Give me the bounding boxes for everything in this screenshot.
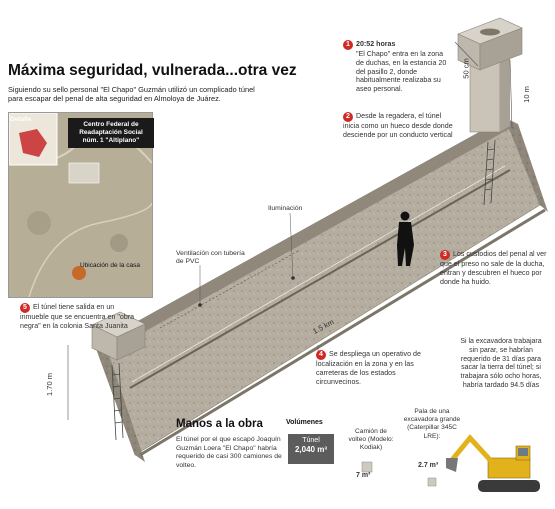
tunnel-top-surface bbox=[95, 118, 518, 352]
shaft-ladder bbox=[483, 139, 496, 206]
manos-title: Manos a la obra bbox=[176, 418, 263, 430]
tunnel-wall bbox=[94, 117, 541, 456]
step-number-3: 3 bbox=[440, 250, 450, 260]
leader-dot-2 bbox=[291, 276, 295, 280]
step-4-text: Se despliega un operativo de localizació… bbox=[316, 350, 421, 386]
page-subtitle: Siguiendo su sello personal "El Chapo" G… bbox=[8, 85, 255, 104]
excavator-bucket-volume: 2.7 m³ bbox=[418, 462, 439, 469]
prison-label: Centro Federal de Readaptación Social nú… bbox=[68, 118, 154, 148]
shaft-column-side bbox=[500, 56, 510, 132]
truck-label: Camión de volteo (Modelo: Kodiak) bbox=[348, 428, 394, 452]
step-number-4: 4 bbox=[316, 350, 326, 360]
truck-volume-cube bbox=[361, 461, 373, 473]
shaft-column bbox=[469, 61, 501, 133]
tunnel-height-label: 1.70 m bbox=[44, 373, 54, 396]
page-title: Máxima seguridad, vulnerada...otra vez bbox=[8, 62, 297, 79]
tunnel-volume-box: Túnel 2,040 m³ bbox=[288, 434, 334, 464]
shaft-depth-label: 10 m bbox=[521, 86, 531, 103]
step-number-5: 5 bbox=[20, 303, 30, 313]
excavator-illustration bbox=[446, 434, 540, 492]
illumination-line bbox=[131, 165, 506, 383]
step-3-text: Los custodios del penal al ver que el pr… bbox=[440, 250, 547, 286]
ventilation-pipe bbox=[129, 169, 511, 389]
exit-ladder bbox=[111, 362, 124, 441]
tunnel-volume-value: 2,040 m³ bbox=[294, 444, 328, 454]
shower-box-side bbox=[479, 27, 523, 71]
map-detail-label: Detalle bbox=[10, 116, 32, 123]
manos-text: El túnel por el que escapó Joaquín Guzmá… bbox=[176, 436, 282, 469]
step-2-text: Desde la regadera, el túnel inicia como … bbox=[343, 112, 453, 139]
step-1-text: "El Chapo" entra en la zona de duchas, e… bbox=[356, 50, 447, 94]
illumination-label: Iluminación bbox=[268, 205, 303, 212]
excavator-note: Si la excavadora trabajara sin parar, se… bbox=[460, 338, 542, 389]
ventilation-label: Ventilación con tubería de PVC bbox=[176, 250, 245, 266]
truck-volume: 7 m³ bbox=[356, 472, 371, 479]
tunnel-floor-line bbox=[139, 208, 546, 457]
leader-dot-1 bbox=[198, 303, 202, 307]
excavator-bucket-label: Pala de una excavadora grande (Caterpill… bbox=[403, 408, 461, 440]
volumes-heading: Volúmenes bbox=[286, 419, 323, 426]
pala-volume-cube bbox=[427, 477, 437, 487]
step-number-2: 2 bbox=[343, 112, 353, 122]
location-map bbox=[8, 112, 153, 298]
tunnel-end-face bbox=[505, 118, 548, 212]
shower-drain bbox=[480, 28, 500, 36]
dimension-lines bbox=[67, 41, 513, 420]
exit-box-side bbox=[116, 323, 146, 361]
step-1-heading: 20:52 horas bbox=[356, 40, 396, 48]
step-5-text: El túnel tiene salida en un inmueble que… bbox=[20, 303, 135, 330]
step-number-1: 1 bbox=[343, 40, 353, 50]
tunnel-volume-label: Túnel bbox=[302, 437, 320, 444]
tunnel-front-face bbox=[95, 345, 145, 462]
person-silhouette bbox=[397, 211, 414, 266]
shaft-width-label: 50 cm bbox=[461, 58, 471, 79]
house-location-label: Ubicación de la casa bbox=[80, 262, 140, 269]
